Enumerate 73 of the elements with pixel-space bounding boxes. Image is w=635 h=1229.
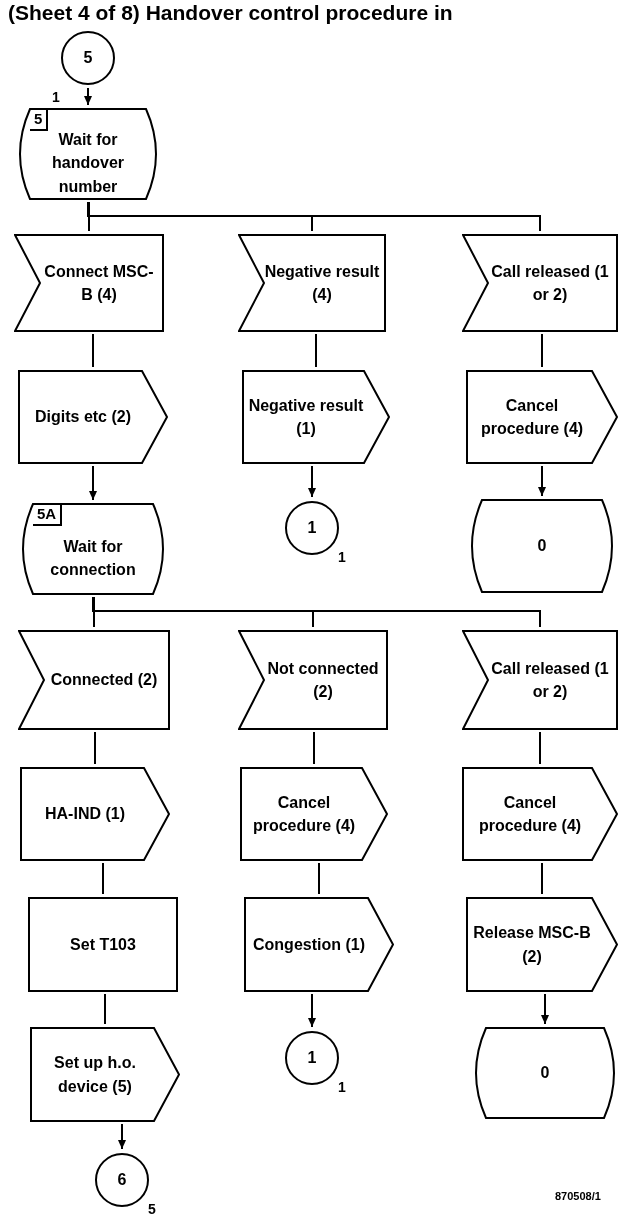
flow-line [538, 465, 546, 497]
page-reference: 1 [52, 90, 60, 104]
symbol-text: 0 [540, 1063, 550, 1084]
flow-line [92, 333, 94, 368]
symbol-text: Congestion (1) [253, 934, 365, 955]
flow-line [541, 993, 549, 1025]
symbol-text: Call released (1 or 2) [490, 658, 610, 702]
connector-circle [94, 1152, 150, 1208]
output-signal-symbol [244, 897, 394, 992]
flow-line [541, 862, 543, 895]
symbol-text: Digits etc (2) [35, 407, 131, 428]
flow-line [308, 993, 316, 1028]
input-signal-symbol [462, 234, 618, 332]
flow-line [93, 596, 95, 628]
flow-line [88, 201, 90, 232]
output-signal-symbol [466, 370, 618, 464]
input-signal-symbol [14, 234, 164, 332]
symbol-text: Not connected (2) [266, 658, 380, 702]
flow-line [318, 862, 320, 895]
symbol-text: HA-IND (1) [45, 804, 125, 825]
symbol-text: Connect MSC-B (4) [43, 261, 155, 305]
flow-line [539, 731, 541, 765]
symbol-text: Set up h.o. device (5) [53, 1053, 137, 1097]
connector-circle [284, 500, 340, 556]
symbol-text: 5 [83, 48, 93, 69]
task-box [28, 897, 178, 992]
output-signal-symbol [462, 767, 618, 861]
symbol-text: 1 [307, 1048, 317, 1069]
symbol-text: 6 [117, 1170, 127, 1191]
flow-line [313, 731, 315, 765]
flow-line [541, 333, 543, 368]
flow-line [104, 993, 106, 1025]
symbol-text: Release MSC-B (2) [472, 923, 592, 967]
input-signal-symbol [462, 630, 618, 730]
input-signal-symbol [18, 630, 170, 730]
input-signal-symbol [238, 234, 386, 332]
symbol-text: Set T103 [70, 934, 136, 955]
flow-line [118, 1123, 126, 1150]
symbol-text: Cancel procedure (4) [479, 395, 585, 439]
output-signal-symbol [30, 1027, 180, 1122]
page-reference: 5 [148, 1202, 156, 1216]
page-reference: 1 [338, 550, 346, 564]
output-signal-symbol [242, 370, 390, 464]
output-signal-symbol [466, 897, 618, 992]
connector-circle [284, 1030, 340, 1086]
symbol-text: Connected (2) [50, 670, 158, 691]
symbol-text: 0 [537, 536, 547, 557]
symbol-text: Wait for connection [49, 536, 137, 580]
symbol-text: Cancel procedure (4) [477, 792, 583, 836]
output-signal-symbol [18, 370, 168, 464]
flow-line [315, 333, 317, 368]
symbol-text: Negative result (1) [248, 395, 364, 439]
symbol-text: Wait for handover number [51, 130, 125, 197]
output-signal-symbol [240, 767, 388, 861]
page-reference: 1 [338, 1080, 346, 1094]
figure-reference: 870508/1 [555, 1189, 601, 1204]
symbol-text: Cancel procedure (4) [251, 792, 357, 836]
state-number: 5 [30, 110, 49, 131]
connector-circle [60, 30, 116, 86]
flow-line [102, 862, 104, 895]
flow-line [87, 201, 541, 232]
flow-line [94, 731, 96, 765]
state-number: 5A [33, 505, 63, 526]
symbol-text: 1 [307, 518, 317, 539]
flow-line [89, 465, 97, 501]
symbol-text: Call released (1 or 2) [490, 261, 610, 305]
output-signal-symbol [20, 767, 170, 861]
flow-line [84, 87, 92, 106]
flow-line [92, 596, 541, 628]
input-signal-symbol [238, 630, 388, 730]
flow-line [308, 465, 316, 498]
symbol-text: Negative result (4) [264, 261, 380, 305]
sheet-title: (Sheet 4 of 8) Handover control procedure in [8, 0, 453, 26]
